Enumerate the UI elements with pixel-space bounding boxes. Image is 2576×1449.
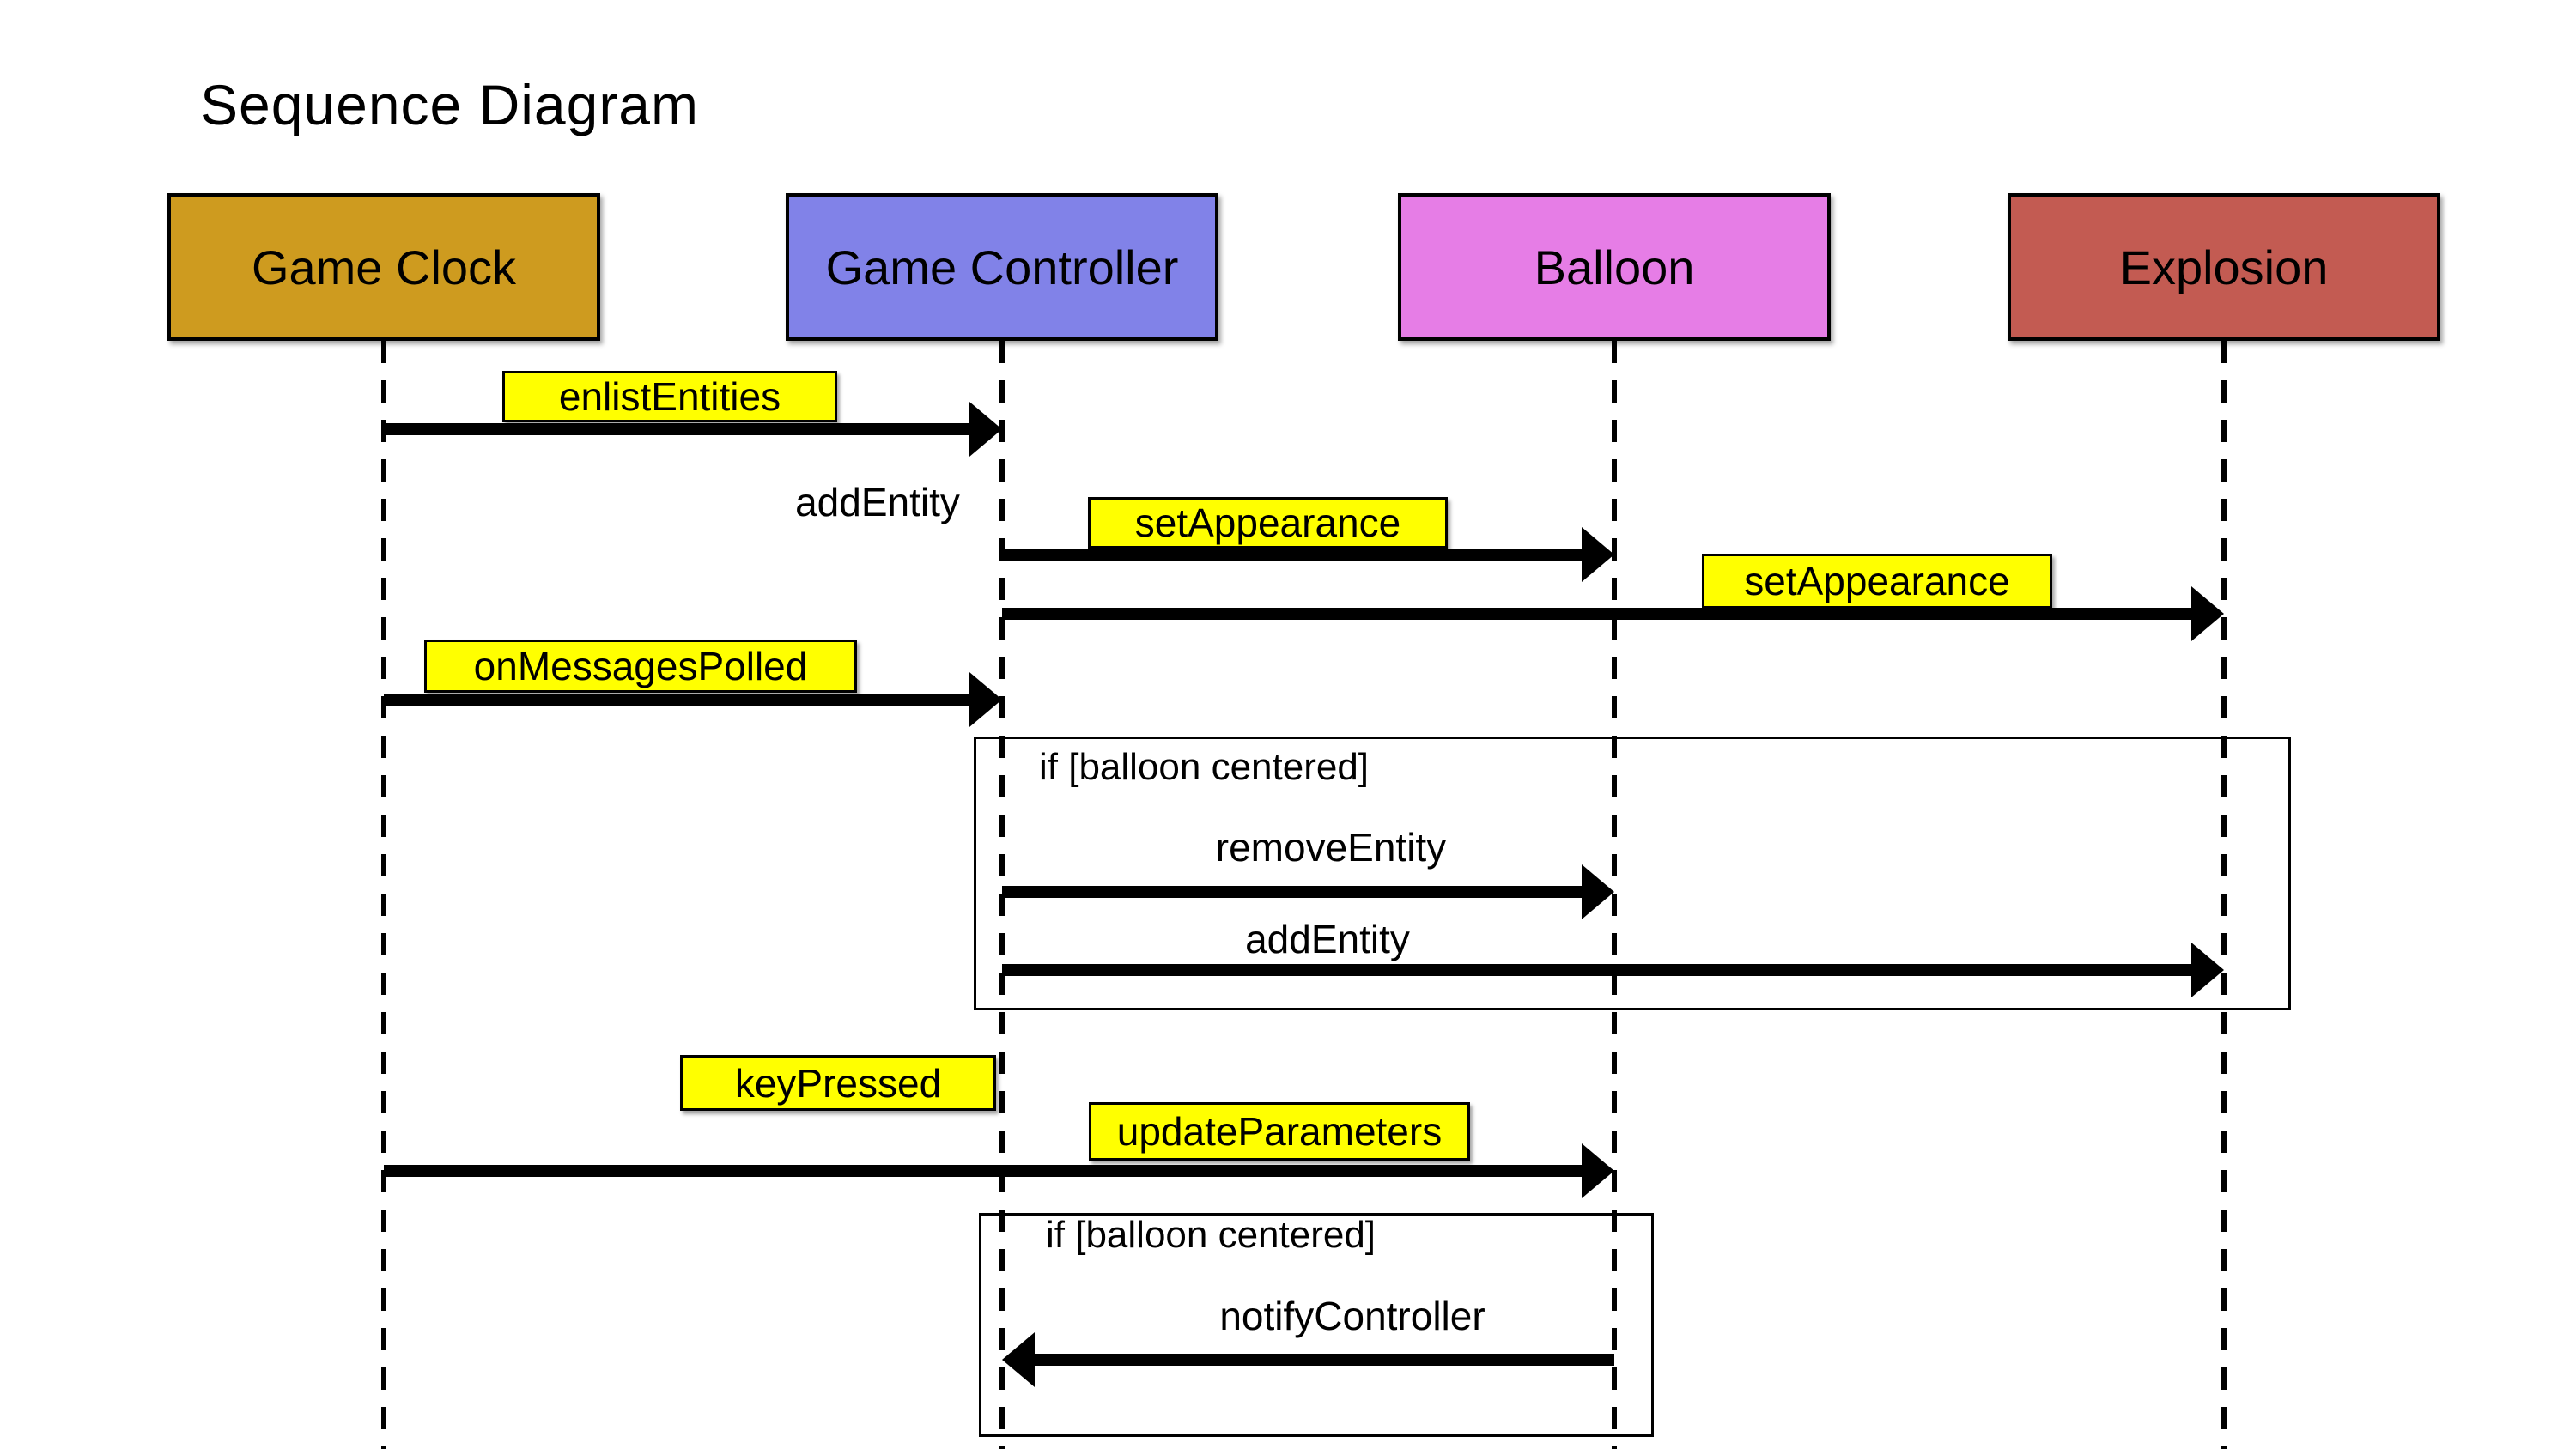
arrowhead-right-icon <box>1582 527 1614 582</box>
arrowhead-right-icon <box>969 402 1002 457</box>
lifeline-explosion <box>2221 341 2227 1449</box>
arrow-onMessagesPolled <box>384 694 969 706</box>
message-label-onMessagesPolled: onMessagesPolled <box>424 640 857 693</box>
fragment-if-balloon-centered-2 <box>979 1213 1654 1437</box>
arrow-removeEntity <box>1002 886 1582 898</box>
message-text-updateParameters: updateParameters <box>1116 1109 1443 1154</box>
arrowhead-right-icon <box>1582 1143 1614 1198</box>
message-text-onMessagesPolled: onMessagesPolled <box>473 644 808 688</box>
message-label-enlistEntities: enlistEntities <box>502 371 837 422</box>
arrow-setAppearance-explosion <box>1002 608 2191 620</box>
message-label-setAppearance-balloon: setAppearance <box>1088 497 1448 549</box>
message-text-enlistEntities: enlistEntities <box>558 374 781 419</box>
message-text-addEntity-self: addEntity <box>795 480 960 524</box>
arrowhead-right-icon <box>2191 586 2224 641</box>
page-title: Sequence Diagram <box>200 73 699 136</box>
guard-label-2: if [balloon centered] <box>1046 1214 1376 1256</box>
lifeline-balloon <box>1612 341 1617 1449</box>
message-text-keyPressed: keyPressed <box>734 1060 942 1106</box>
arrow-enlistEntities <box>384 423 969 435</box>
fragment-if-balloon-centered-1 <box>974 737 2291 1010</box>
message-text-removeEntity: removeEntity <box>1215 825 1447 870</box>
message-label-setAppearance-explosion: setAppearance <box>1702 554 2052 609</box>
actor-label-game-controller: Game Controller <box>825 239 1179 294</box>
actor-box-game-clock: Game Clock <box>167 193 600 341</box>
message-text-setAppearance-balloon: setAppearance <box>1134 500 1401 545</box>
arrow-notifyController <box>1035 1354 1614 1366</box>
arrowhead-right-icon <box>1582 864 1614 919</box>
actor-label-balloon: Balloon <box>1534 239 1695 294</box>
arrow-keyPressed-updateParameters <box>384 1165 1582 1177</box>
message-label-updateParameters: updateParameters <box>1089 1102 1470 1161</box>
actor-box-balloon: Balloon <box>1398 193 1831 341</box>
message-text-setAppearance-explosion: setAppearance <box>1744 559 2010 603</box>
actor-label-game-clock: Game Clock <box>251 239 517 294</box>
arrowhead-left-icon <box>1002 1332 1035 1387</box>
arrowhead-right-icon <box>969 672 1002 727</box>
message-label-keyPressed: keyPressed <box>680 1055 996 1111</box>
actor-box-explosion: Explosion <box>2008 193 2440 341</box>
message-text-addEntity-explosion: addEntity <box>1245 917 1410 961</box>
arrowhead-right-icon <box>2191 943 2224 997</box>
lifeline-game-clock <box>381 341 386 1449</box>
guard-label-1: if [balloon centered] <box>1039 746 1370 788</box>
message-text-notifyController: notifyController <box>1219 1294 1485 1338</box>
arrow-addEntity-explosion <box>1002 964 2191 976</box>
arrow-setAppearance-balloon <box>1002 549 1582 561</box>
actor-box-game-controller: Game Controller <box>786 193 1218 341</box>
actor-label-explosion: Explosion <box>2119 239 2329 294</box>
